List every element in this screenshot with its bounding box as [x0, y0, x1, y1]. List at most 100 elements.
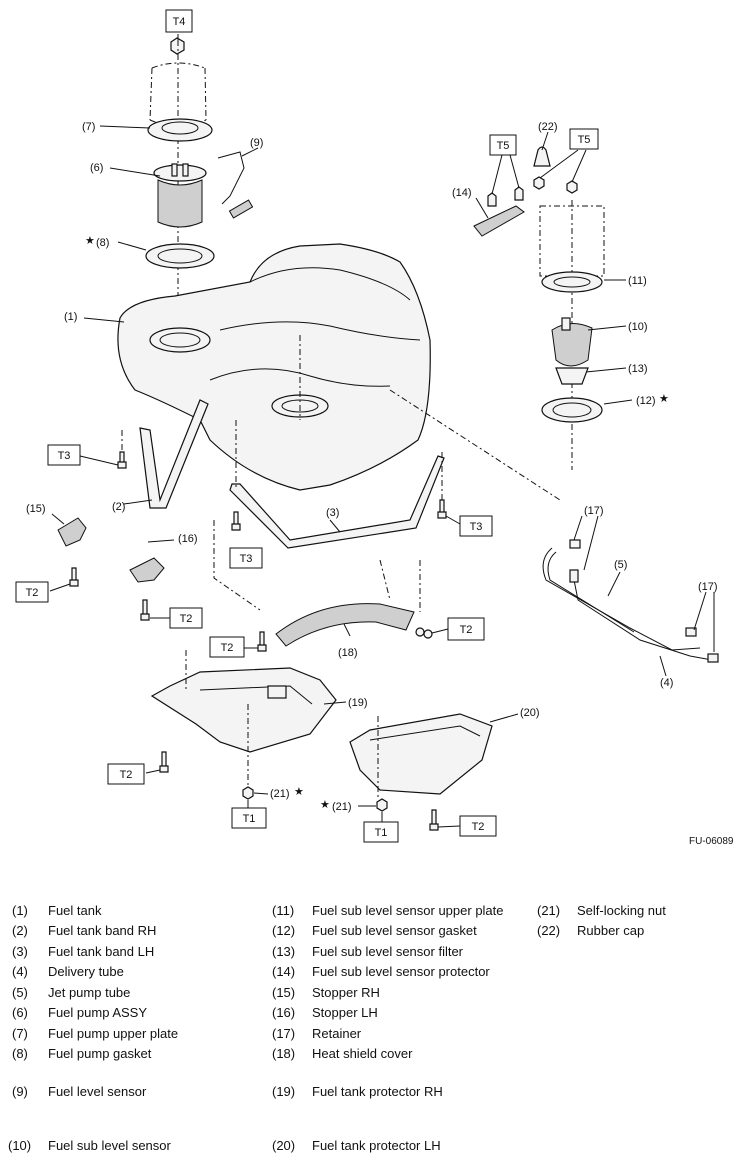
callout-17-upper: (17) [584, 505, 604, 517]
legend-num: (22) [537, 923, 561, 938]
legend-item: (5)Jet pump tube [12, 985, 130, 1000]
torque-box-t1-left: T1 [243, 813, 256, 825]
legend-name: Fuel tank protector LH [312, 1138, 441, 1153]
legend-num: (13) [272, 944, 296, 959]
torque-spec-boxes: T4 T5 T5 T3 T3 T3 T2 T2 T2 T2 T2 T2 T1 T… [15, 9, 599, 843]
legend-num: (20) [272, 1138, 296, 1153]
heat-shield-cover [275, 603, 415, 647]
callout-21-right: (21) [332, 801, 352, 813]
legend-name: Jet pump tube [48, 985, 131, 1000]
fuel-sub-level-sensor-protector [473, 205, 525, 237]
legend-num: (18) [272, 1046, 296, 1061]
legend-item: (19) Fuel tank protector RH [272, 1084, 443, 1099]
legend-item: (22) Rubber cap [537, 923, 644, 938]
legend-item: (3) Fuel tank band LH [12, 944, 154, 959]
callout-19: (19) [348, 697, 368, 709]
callout-14: (14) [452, 187, 472, 199]
callout-4: (4) [660, 677, 673, 689]
fuel-pump-stack [145, 37, 254, 380]
fuel-tank-protector-rh [150, 667, 337, 753]
legend-name: Fuel pump upper plate [48, 1026, 179, 1041]
legend-name: Fuel level sensor [48, 1084, 147, 1099]
legend-item: (17)Retainer [272, 1026, 361, 1041]
legend-item: (18) Heat shield cover [272, 1046, 412, 1061]
jet-pump-tube [542, 547, 701, 651]
legend-item: (9)Fuel level sensor [12, 1084, 146, 1099]
fuel-tank-band-lh [229, 455, 445, 549]
legend-name: Fuel sub level sensor upper plate [312, 903, 504, 918]
torque-box-t2-stopper-rh: T2 [26, 587, 39, 599]
legend-item: (13) Fuel sub level sensor filter [272, 944, 463, 959]
legend-item: (8)Fuel pump gasket [12, 1046, 151, 1061]
callout-11: (11) [628, 275, 647, 287]
fuel-sub-level-sensor [551, 323, 593, 367]
leader-lines [49, 34, 715, 828]
legend-name: Delivery tube [48, 964, 124, 979]
torque-box-t1-right: T1 [375, 827, 388, 839]
legend-name: Rubber cap [577, 923, 645, 938]
fuel-sub-level-sensor-gasket [541, 397, 603, 423]
legend-name: Fuel pump ASSY [48, 1005, 147, 1020]
legend-num: (6) [12, 1005, 28, 1020]
torque-box-t2-heatshield: T2 [460, 624, 473, 636]
legend-name: Fuel tank [48, 903, 102, 918]
legend-num: (17) [272, 1026, 296, 1041]
legend-item: (21)Self-locking nut [537, 903, 666, 918]
legend-num: (11) [272, 903, 295, 918]
tank-bands [121, 389, 561, 549]
callout-2: (2) [112, 501, 125, 513]
callout-6: (6) [90, 162, 103, 174]
callout-21-right-star: ★ [320, 799, 330, 811]
callout-1: (1) [64, 311, 77, 323]
legend-num: (3) [12, 944, 28, 959]
legend-item: (16)Stopper LH [272, 1005, 378, 1020]
legend-num: (4) [12, 964, 28, 979]
callout-9: (9) [250, 137, 263, 149]
callout-8: (8) [96, 237, 109, 249]
fuel-sub-level-sensor-upper-plate [541, 271, 603, 293]
callout-12-star: ★ [659, 393, 669, 405]
fuel-tank-band-rh [139, 399, 209, 509]
torque-box-t2-protector: T2 [221, 642, 234, 654]
callout-17-lower: (17) [698, 581, 718, 593]
exploded-parts-diagram: T4 T5 T5 T3 T3 T3 T2 T2 T2 T2 T2 T2 T1 T… [15, 9, 719, 843]
legend-name: Fuel sub level sensor protector [312, 964, 490, 979]
torque-box-t3-middle: T3 [240, 553, 253, 565]
callout-18: (18) [338, 647, 358, 659]
legend-name: Fuel tank protector RH [312, 1084, 443, 1099]
callout-22: (22) [538, 121, 558, 133]
fuel-pump-gasket [145, 243, 215, 269]
legend-num: (19) [272, 1084, 296, 1099]
torque-box-t2-lower-right: T2 [472, 821, 485, 833]
legend-name: Stopper LH [312, 1005, 378, 1020]
legend-item: (15)Stopper RH [272, 985, 380, 1000]
callout-16: (16) [178, 533, 198, 545]
callout-8-star: ★ [85, 235, 95, 247]
torque-box-t5-left: T5 [497, 140, 510, 152]
legend-item: (14)Fuel sub level sensor protector [272, 964, 490, 979]
legend-name: Fuel tank band LH [48, 944, 155, 959]
callout-12: (12) [636, 395, 656, 407]
legend-num: (8) [12, 1046, 28, 1061]
callout-20: (20) [520, 707, 540, 719]
legend-item: (10)Fuel sub level sensor [8, 1138, 171, 1153]
fuel-pump-assy [157, 179, 203, 228]
legend-num: (15) [272, 985, 296, 1000]
legend-num: (12) [272, 923, 296, 938]
torque-box-t5-right: T5 [578, 134, 591, 146]
callout-7: (7) [82, 121, 95, 133]
legend-item: (4) Delivery tube [12, 964, 124, 979]
callout-5: (5) [614, 559, 627, 571]
legend-item: (6) Fuel pump ASSY [12, 1005, 147, 1020]
callout-13: (13) [628, 363, 648, 375]
legend-name: Heat shield cover [312, 1046, 413, 1061]
legend-name: Fuel sub level sensor filter [312, 944, 464, 959]
callout-15: (15) [26, 503, 46, 515]
callout-21-left: (21) [270, 788, 290, 800]
callout-10: (10) [628, 321, 648, 333]
legend-num: (2) [12, 923, 28, 938]
torque-box-t3-left: T3 [58, 450, 71, 462]
legend-num: (21) [537, 903, 561, 918]
legend-name: Fuel sub level sensor [48, 1138, 171, 1153]
legend-item: (11) Fuel sub level sensor upper plate [272, 903, 504, 918]
